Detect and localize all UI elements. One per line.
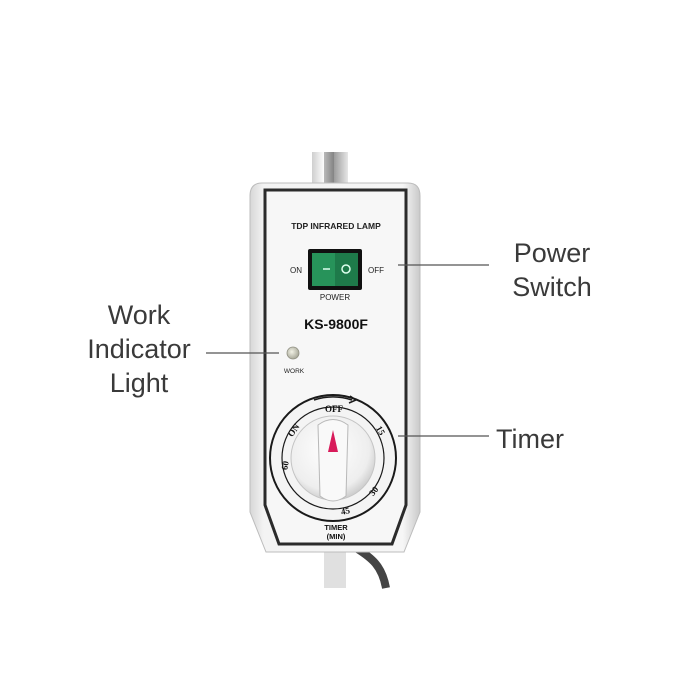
timer-mark-off: OFF (325, 404, 343, 414)
timer-caption-line1: TIMER (324, 523, 348, 532)
work-indicator-callout: Work Indicator Light (76, 298, 202, 400)
timer-knob[interactable] (290, 415, 376, 502)
timer-mark-60: 60 (279, 460, 290, 471)
timer-callout: Timer (496, 422, 580, 456)
device-header: TDP INFRARED LAMP (291, 221, 381, 231)
work-indicator-led (286, 346, 300, 360)
work-indicator-label: WORK (284, 368, 305, 375)
work-indicator-callout-line2: Indicator (87, 334, 191, 364)
power-switch-callout-line1: Power (513, 238, 591, 268)
model-number: KS-9800F (304, 316, 368, 332)
work-indicator-callout-line3: Light (109, 368, 169, 398)
timer-callout-label: Timer (496, 424, 564, 454)
lamp-pole-top (312, 152, 348, 188)
power-switch-callout-line2: Switch (512, 272, 592, 302)
lamp-pole-bottom (324, 544, 390, 589)
power-rocker-switch[interactable] (308, 249, 362, 290)
switch-off-label: OFF (368, 266, 384, 275)
timer-pointer-icon (328, 430, 338, 452)
work-indicator-callout-line1: Work (107, 300, 171, 330)
timer-caption-line2: (MIN) (327, 532, 346, 541)
timer-mark-45: 45 (340, 505, 351, 517)
power-switch-callout: Power Switch (496, 236, 608, 304)
switch-caption: POWER (320, 293, 350, 302)
switch-on-label: ON (290, 266, 302, 275)
